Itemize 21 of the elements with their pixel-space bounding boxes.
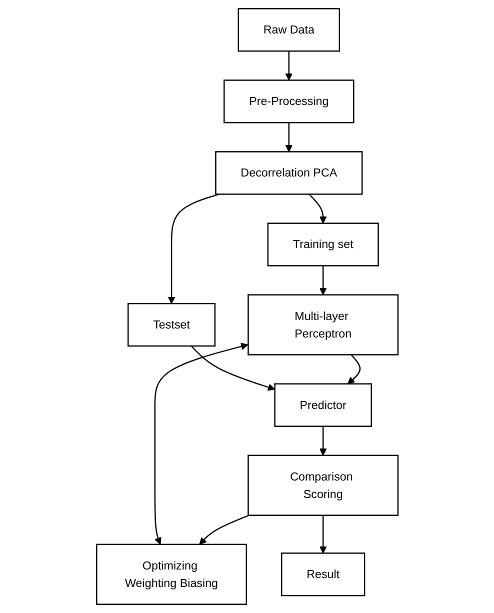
arrow — [284, 51, 292, 81]
arrow — [319, 515, 326, 554]
arrow — [319, 266, 326, 296]
node-box: Optimizing Weighting Biasing — [96, 544, 247, 605]
arrow — [308, 194, 326, 224]
node-box: Result — [280, 552, 365, 596]
arrow — [347, 354, 360, 384]
node-box: Multi-layer Perceptron — [247, 294, 398, 356]
node-box: Decorrelation PCA — [214, 151, 362, 195]
arrow — [190, 346, 275, 391]
node-box: Comparison Scoring — [247, 454, 398, 516]
node-box: Training set — [267, 222, 379, 266]
node-box: Testset — [127, 302, 216, 347]
node-box: Predictor — [274, 383, 372, 427]
arrow — [154, 342, 248, 545]
arrow — [198, 514, 250, 545]
arrow — [168, 194, 220, 304]
node-box: Raw Data — [237, 8, 340, 52]
node-box: Pre-Processing — [223, 80, 354, 124]
arrow — [319, 426, 326, 456]
arrow — [284, 122, 292, 152]
